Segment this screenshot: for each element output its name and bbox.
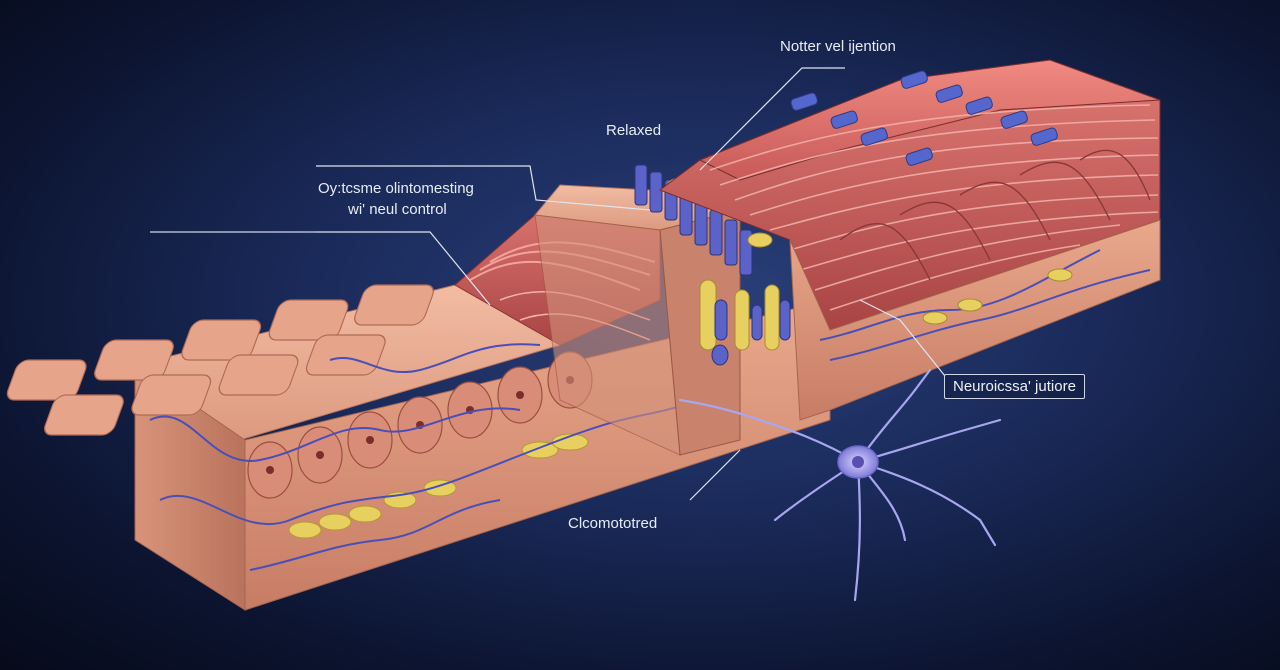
motor-neuron: [678, 368, 1002, 602]
myofibril-bundles: [634, 164, 753, 276]
tissue-cells: [6, 284, 434, 436]
muscle-fiber-striations: [709, 104, 1159, 311]
label-contracted: Clcomototred: [568, 515, 658, 532]
z-disc-bands: [790, 70, 1058, 166]
label-neural-control-line1: Oy:tcsme olintomesting: [318, 180, 474, 197]
label-relaxed: Relaxed: [606, 122, 662, 139]
leader-lines: [150, 67, 946, 501]
label-neural-control-line2: wi' neul control: [348, 201, 447, 218]
label-neuromuscular-junction: Neuroicssa' jutiore: [944, 374, 1085, 399]
label-nerve-injection: Notter vel ijention: [780, 38, 896, 55]
